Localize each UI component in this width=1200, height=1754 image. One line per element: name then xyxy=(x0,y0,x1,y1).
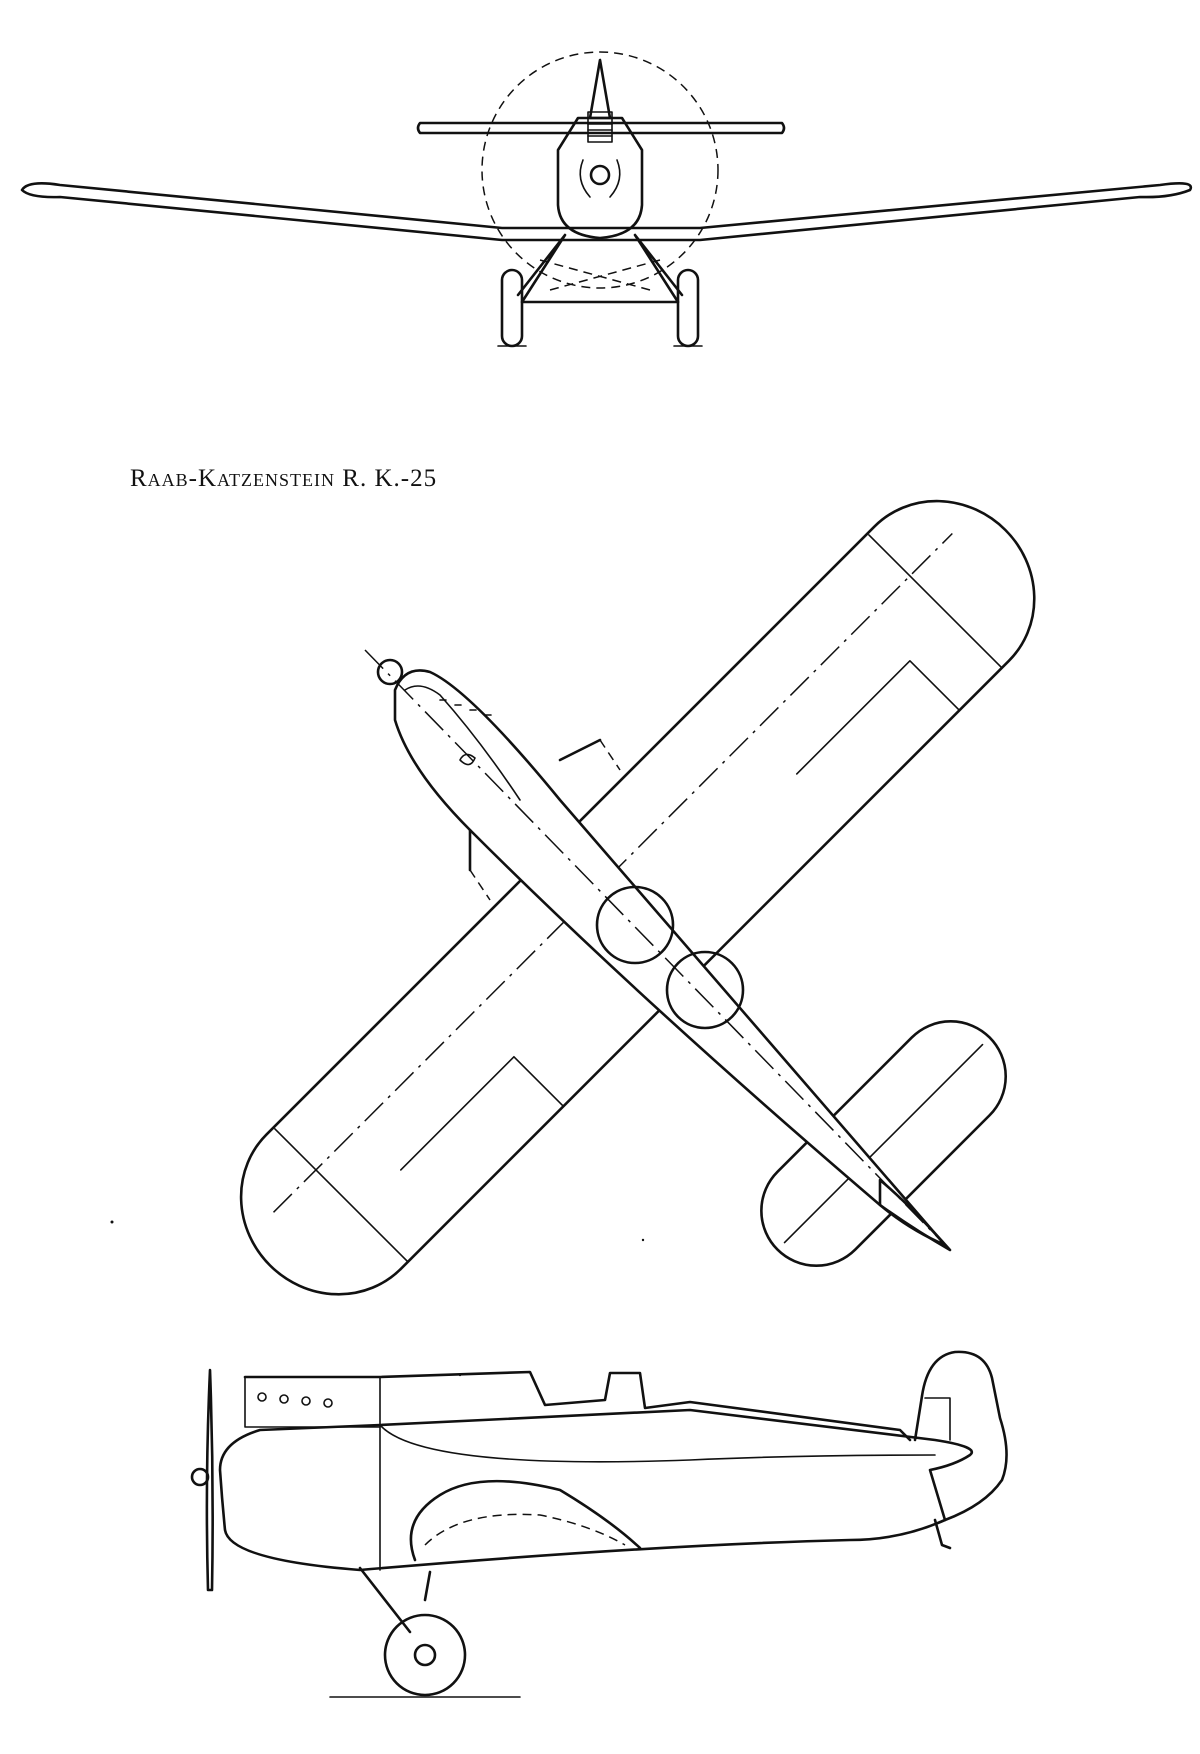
drawing-title: Raab-Katzenstein R. K.-25 xyxy=(130,465,438,492)
wing-struts xyxy=(468,738,602,872)
side-view xyxy=(190,1350,1008,1698)
front-fin xyxy=(588,58,612,120)
rear-cockpit xyxy=(665,950,745,1030)
right-aileron xyxy=(795,659,961,775)
side-wheel xyxy=(383,1613,467,1697)
side-wing-root xyxy=(409,1479,642,1562)
front-tailplane xyxy=(416,121,786,135)
cylinder-head xyxy=(587,111,613,143)
plan-tailcone xyxy=(878,1178,952,1252)
front-undercarriage xyxy=(516,233,684,304)
exhaust-ports xyxy=(257,1392,333,1408)
left-aileron xyxy=(399,1055,565,1171)
left-wheel xyxy=(500,268,524,348)
propeller-disc xyxy=(481,51,719,289)
paper-specks xyxy=(110,1220,645,1377)
side-decking xyxy=(243,1370,912,1442)
plan-spinner xyxy=(376,658,404,686)
side-propeller xyxy=(205,1368,214,1592)
front-wing xyxy=(20,182,1193,242)
prop-hub xyxy=(589,164,611,186)
front-cockpit xyxy=(595,885,675,965)
right-wheel xyxy=(676,268,700,348)
side-fuselage xyxy=(218,1408,973,1572)
front-fuselage xyxy=(556,116,644,240)
plan-view xyxy=(239,499,1036,1296)
side-undercarriage xyxy=(358,1566,432,1634)
front-view xyxy=(20,51,1193,348)
tail-skid xyxy=(933,1518,952,1550)
side-fin-rudder xyxy=(913,1350,1008,1522)
